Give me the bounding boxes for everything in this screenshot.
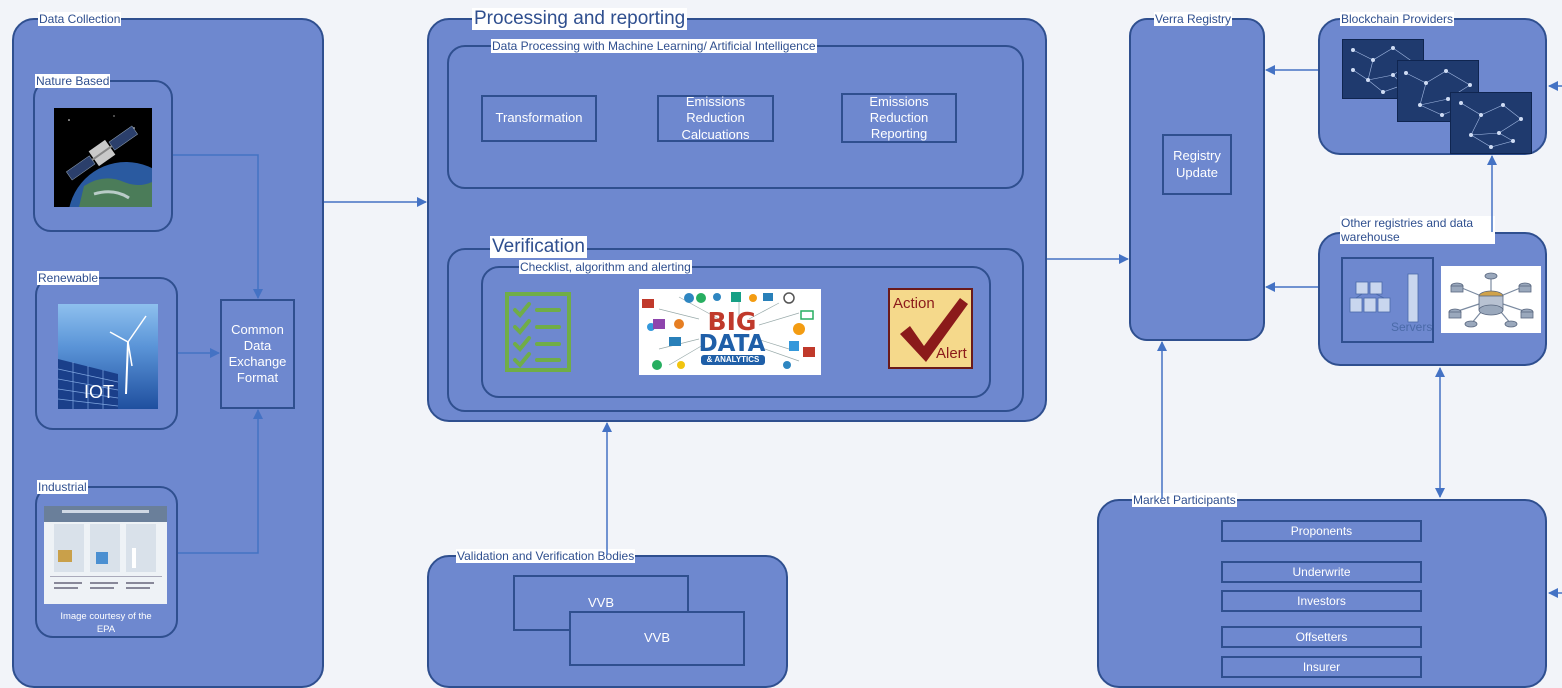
step-emissions-reporting: Emissions Reduction Reporting — [841, 93, 957, 143]
blockchain-providers-title: Blockchain Providers — [1340, 12, 1455, 26]
renewable-box — [35, 277, 178, 430]
industrial-title: Industrial — [37, 480, 88, 494]
servers-label: Servers — [1391, 320, 1433, 334]
servers-icon — [1346, 268, 1428, 328]
big-data-graphic: BIG DATA & ANALYTICS — [639, 289, 821, 375]
big-data-line1: BIG — [707, 307, 757, 336]
arrow-industrial-to-format — [178, 409, 263, 554]
blockchain-network-image-3 — [1450, 92, 1532, 154]
industrial-box — [35, 486, 178, 638]
big-data-line3: & ANALYTICS — [701, 355, 765, 365]
checklist-subtitle: Checklist, algorithm and alerting — [519, 260, 692, 274]
solar-wind-image: IOT — [58, 304, 158, 409]
data-collection-title: Data Collection — [38, 12, 122, 26]
market-participants-title: Market Participants — [1132, 493, 1237, 507]
step-transformation: Transformation — [481, 95, 597, 142]
registry-update: Registry Update — [1162, 134, 1232, 195]
alert-word-action: Action — [893, 295, 935, 312]
participant-underwrite: Underwrite — [1221, 561, 1422, 583]
ml-processing-title: Data Processing with Machine Learning/ A… — [491, 39, 817, 53]
action-alert-icon: Action Alert — [888, 288, 973, 369]
common-data-exchange-format: Common Data Exchange Format — [220, 299, 295, 409]
alert-word-alert: Alert — [936, 345, 967, 362]
epa-caption: Image courtesy of the EPA — [60, 611, 152, 635]
participant-investors: Investors — [1221, 590, 1422, 612]
epa-industrial-image — [44, 506, 167, 604]
participant-insurer: Insurer — [1221, 656, 1422, 678]
servers-box — [1341, 257, 1434, 343]
checklist-box — [481, 266, 991, 398]
vvb-title: Validation and Verification Bodies — [456, 549, 636, 563]
vvb-item-2: VVB — [569, 611, 745, 666]
arrow-satellite-to-format — [173, 154, 263, 299]
checklist-icon — [505, 292, 571, 372]
iot-label: IOT — [84, 382, 114, 402]
step-emissions-calculations: Emissions Reduction Calcuations — [657, 94, 774, 142]
satellite-image — [54, 108, 152, 207]
nature-based-title: Nature Based — [35, 74, 111, 88]
verification-box — [447, 248, 1024, 412]
other-registries-title: Other registries and data warehouse — [1340, 216, 1495, 244]
verification-title: Verification — [490, 236, 587, 258]
renewable-title: Renewable — [37, 271, 100, 285]
verra-registry-box — [1129, 18, 1265, 341]
verra-registry-title: Verra Registry — [1154, 12, 1233, 26]
participant-offsetters: Offsetters — [1221, 626, 1422, 648]
processing-reporting-title: Processing and reporting — [472, 8, 688, 30]
big-data-line2: DATA — [698, 331, 766, 357]
participant-proponents: Proponents — [1221, 520, 1422, 542]
database-network-icon — [1441, 266, 1541, 333]
